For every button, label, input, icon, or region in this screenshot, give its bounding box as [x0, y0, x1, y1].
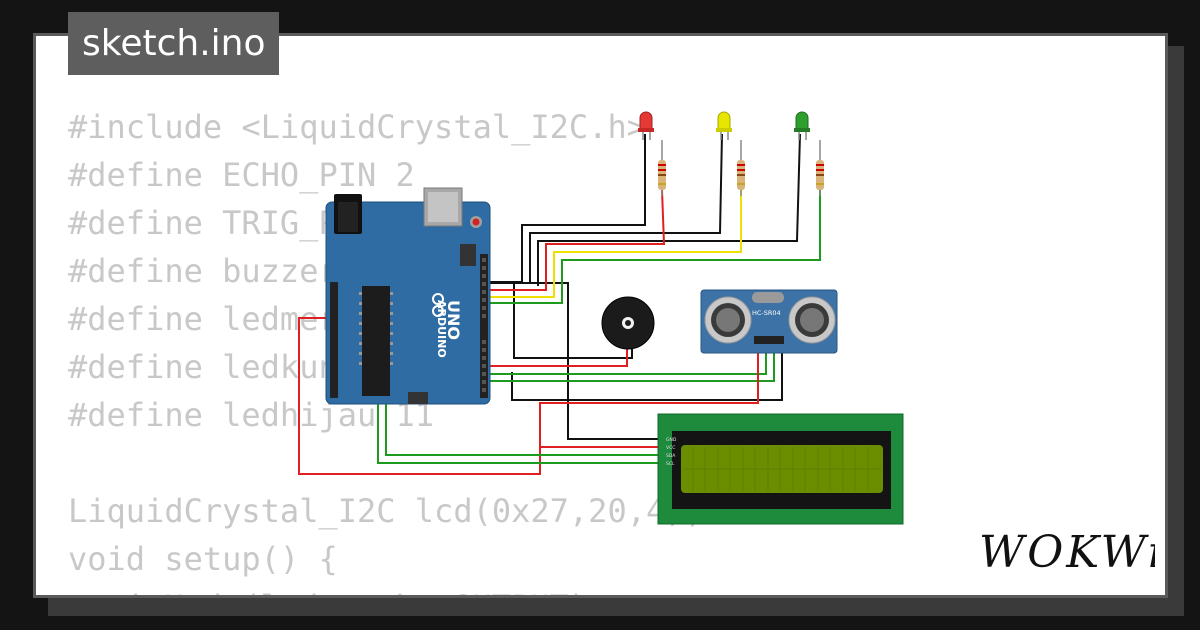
code-line: LiquidCrystal_I2C lcd(0x27,20,4);	[68, 492, 704, 530]
lcd-pin-gnd: GND	[666, 437, 677, 443]
lcd-pin-vcc: VCC	[666, 445, 675, 451]
led-yellow[interactable]	[716, 111, 732, 140]
wire-red-pin13	[480, 189, 666, 291]
lcd-display[interactable]: GND VCC SDA SCL	[657, 413, 904, 525]
wire-green-lcd-scl	[377, 394, 662, 464]
arduino-infinity-logo	[432, 293, 444, 317]
wire-black-gnd-yellow-led	[529, 133, 723, 284]
wire-red-sensor-vcc	[298, 317, 759, 475]
wokwi-logo: WOKWi	[979, 527, 1155, 578]
wire-green-trig	[480, 344, 767, 375]
code-line: void setup() {	[68, 540, 338, 578]
lcd-pin-sda: SDA	[666, 453, 676, 459]
file-tab[interactable]: sketch.ino	[68, 12, 280, 75]
led-red[interactable]	[638, 111, 654, 140]
wire-black-gnd-sensor	[511, 344, 783, 401]
arduino-model-label: UNO	[444, 300, 463, 340]
resistor-red-led[interactable]	[658, 140, 666, 196]
wire-green-echo	[480, 344, 775, 382]
code-line: #define ECHO_PIN 2	[68, 156, 415, 194]
resistor-green-led[interactable]	[816, 140, 824, 196]
wire-black-gnd-green-led	[537, 133, 801, 286]
arduino-brand-label: ARDUINO	[435, 300, 448, 358]
code-line: pinMode(ledmerah, OUTPUT);	[68, 583, 704, 595]
wire-red-buzzer	[480, 348, 628, 367]
wire-yellow-pin12	[480, 190, 742, 298]
wire-black-gnd-lcd	[480, 282, 662, 440]
arduino-uno-board[interactable]: ARDUINO UNO	[325, 187, 491, 405]
ultrasonic-sensor[interactable]: HC-SR04	[700, 289, 838, 354]
resistor-yellow-led[interactable]	[737, 140, 745, 196]
wire-green-pin11	[480, 190, 821, 304]
lcd-pixel-grid	[683, 447, 881, 491]
wire-green-lcd-sda	[385, 394, 662, 456]
lcd-pin-scl: SCL	[666, 461, 675, 467]
sensor-model-label: HC-SR04	[752, 309, 781, 317]
preview-card: #include <LiquidCrystal_I2C.h> #define EC…	[33, 33, 1168, 598]
code-background: #include <LiquidCrystal_I2C.h> #define EC…	[68, 103, 704, 595]
led-green[interactable]	[794, 111, 810, 140]
code-line: #define buzzer 4	[68, 252, 377, 290]
wokwi-logo-text: WOKWi	[979, 527, 1155, 578]
reset-button	[472, 218, 480, 226]
code-line: #include <LiquidCrystal_I2C.h>	[68, 108, 646, 146]
buzzer[interactable]	[601, 296, 655, 350]
wire-black-gnd-buzzer	[513, 284, 633, 359]
